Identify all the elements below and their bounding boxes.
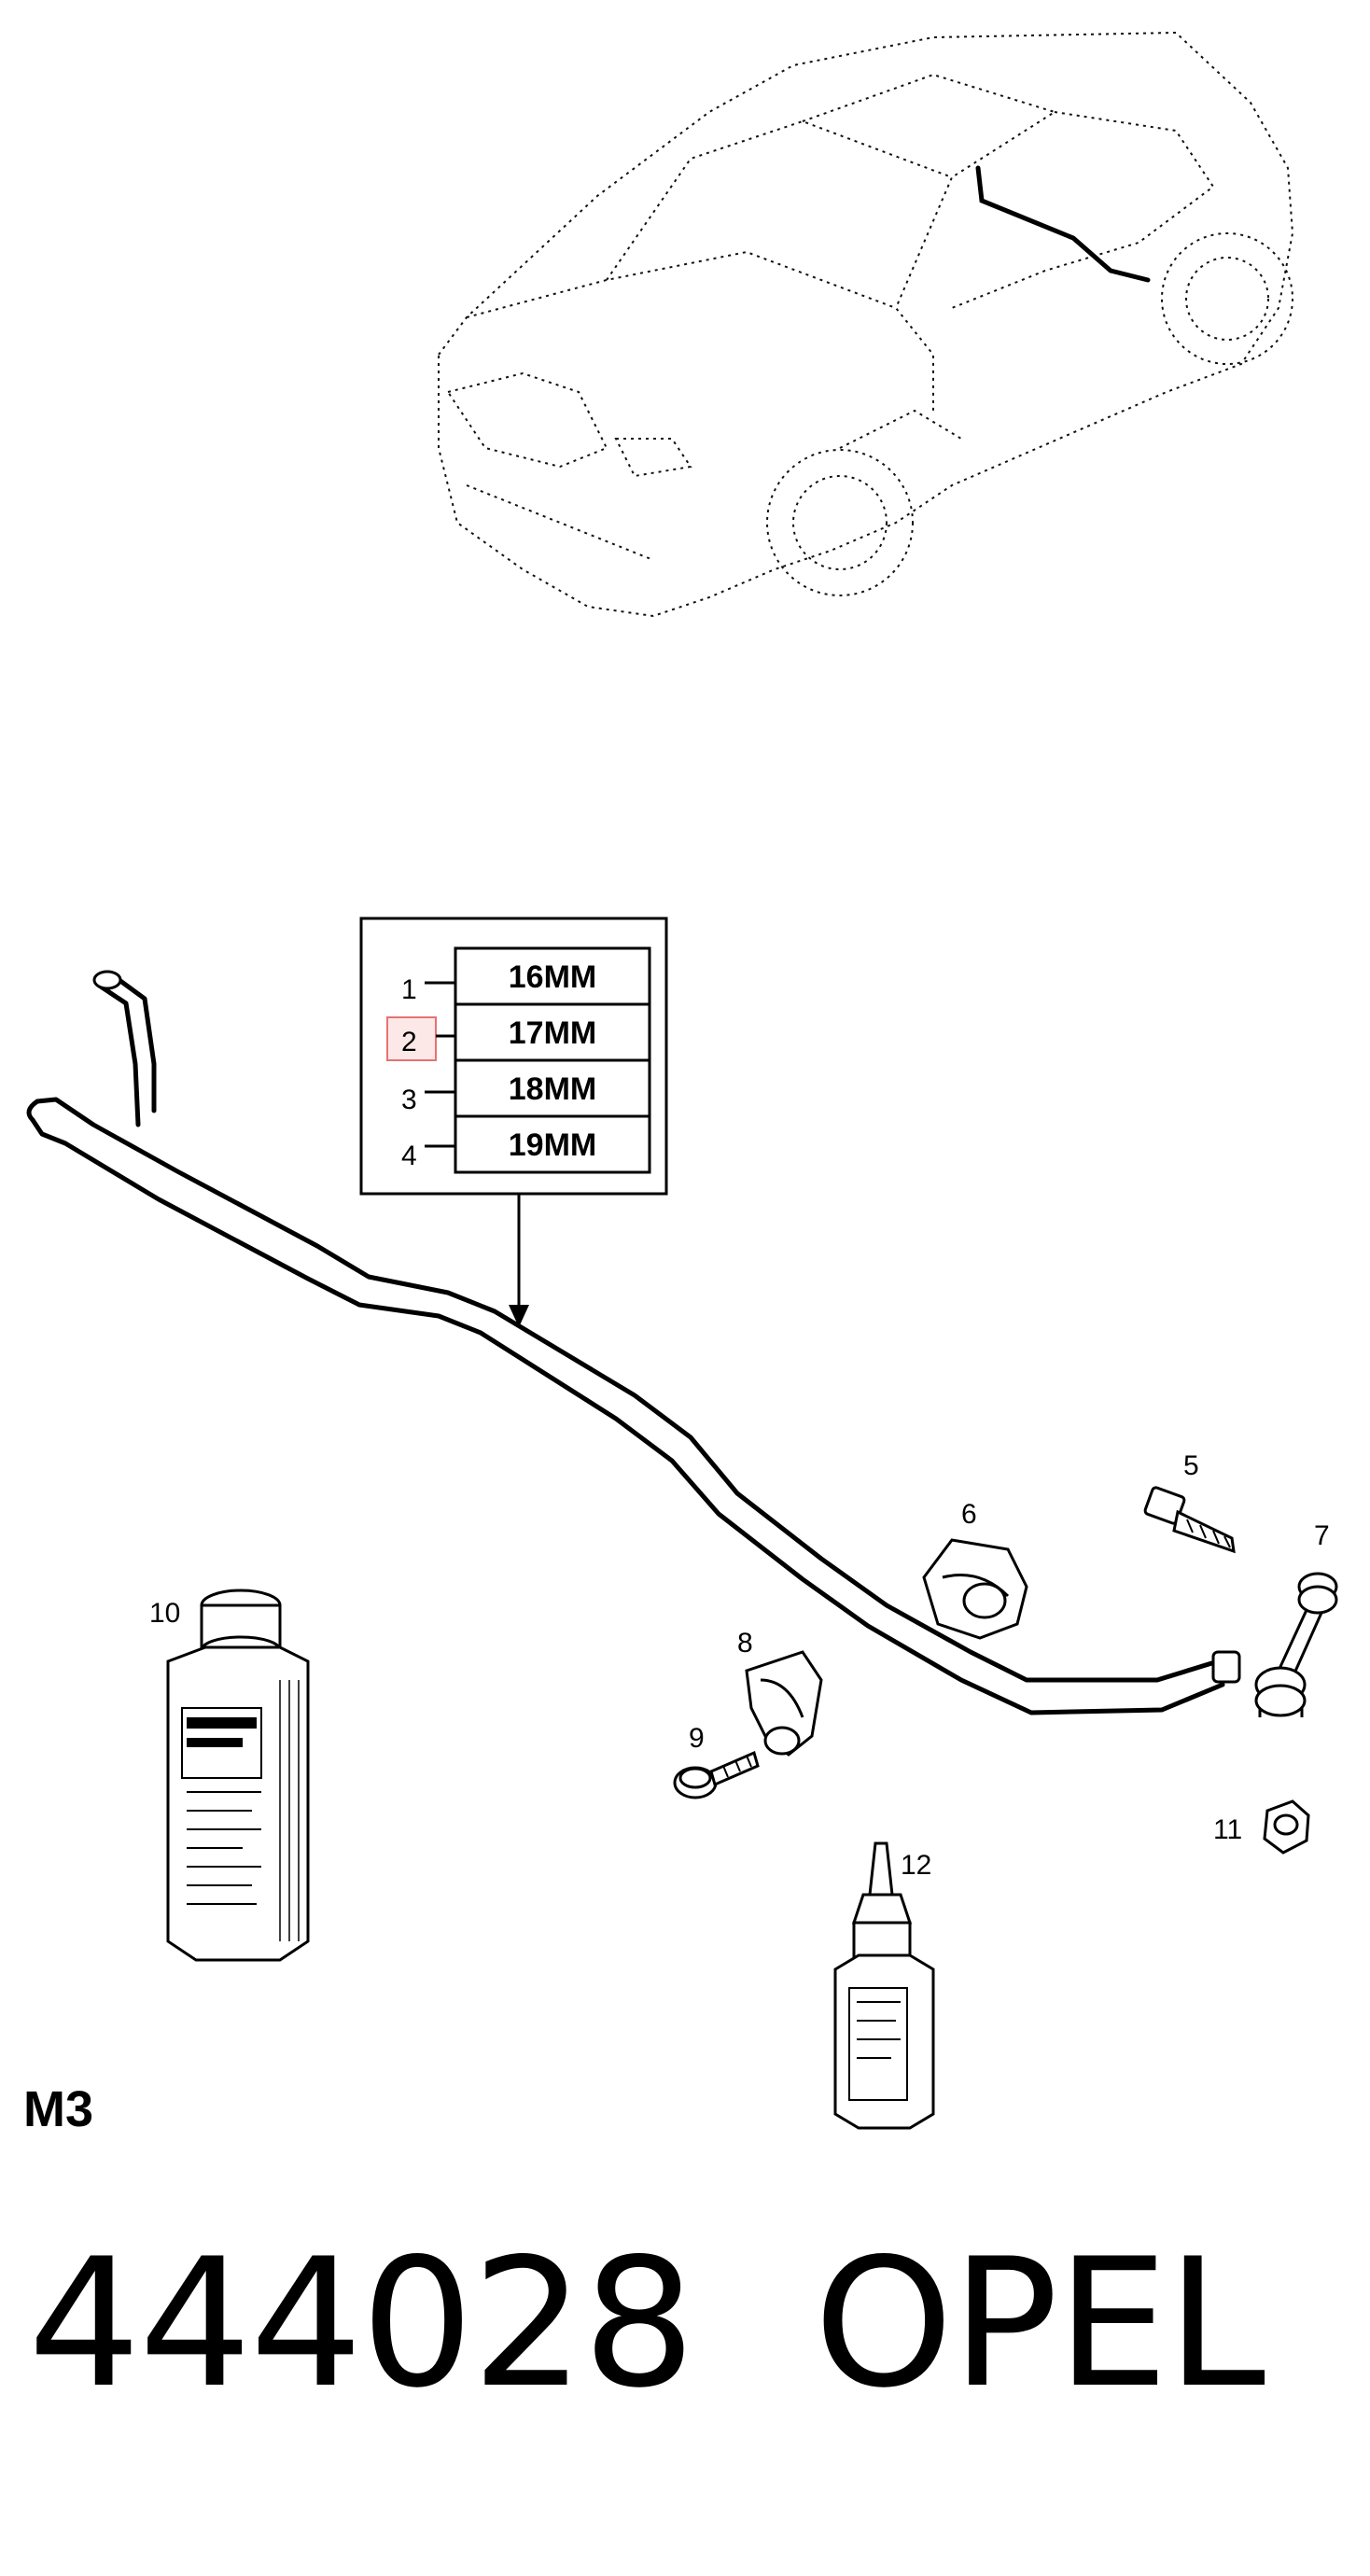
part-5-bolt[interactable]: 5	[1143, 1450, 1236, 1554]
part-12-grease-bottle[interactable]: 12	[833, 1841, 935, 2130]
brand-name: OPEL	[814, 2220, 1265, 2427]
size-row-number: 4	[401, 1141, 417, 1171]
group-code: M3	[23, 2081, 93, 2137]
callout-5: 5	[1183, 1450, 1199, 1481]
size-row-number: 3	[401, 1085, 417, 1115]
stabilizer-bar[interactable]	[26, 970, 1241, 1715]
size-row-number: 2	[401, 1027, 417, 1057]
size-row-3[interactable]: 3 18MM	[401, 1071, 596, 1115]
size-row-2[interactable]: 2 17MM	[386, 1015, 596, 1061]
part-6-bushing[interactable]: 6	[922, 1499, 1028, 1640]
size-row-label: 17MM	[509, 1015, 596, 1051]
callout-11: 11	[1213, 1814, 1242, 1845]
callout-10: 10	[149, 1598, 180, 1629]
pointer-arrow	[509, 1194, 529, 1327]
part-11-nut[interactable]: 11	[1213, 1799, 1310, 1855]
size-row-label: 18MM	[509, 1071, 596, 1107]
size-row-4[interactable]: 4 19MM	[401, 1127, 596, 1171]
part-10-fluid-bottle[interactable]: 10	[149, 1589, 310, 1962]
callout-6: 6	[961, 1499, 977, 1530]
part-8-clamp[interactable]: 8	[737, 1628, 823, 1757]
size-row-1[interactable]: 1 16MM	[401, 959, 596, 1005]
callout-9: 9	[689, 1723, 705, 1754]
part-number: 444028	[28, 2220, 695, 2427]
callout-7: 7	[1314, 1520, 1330, 1551]
size-table: 1 16MM 2 17MM 3 18MM 4 19MM	[359, 917, 668, 1196]
part-7-link-rod[interactable]: 7	[1254, 1520, 1338, 1717]
callout-12: 12	[901, 1850, 931, 1881]
part-9-flange-bolt[interactable]: 9	[673, 1723, 760, 1799]
callout-8: 8	[737, 1628, 753, 1659]
size-row-label: 19MM	[509, 1127, 596, 1163]
size-row-label: 16MM	[509, 959, 596, 995]
size-row-number: 1	[401, 974, 417, 1005]
selected-highlight	[386, 1016, 437, 1061]
car-illustration	[438, 31, 1294, 618]
